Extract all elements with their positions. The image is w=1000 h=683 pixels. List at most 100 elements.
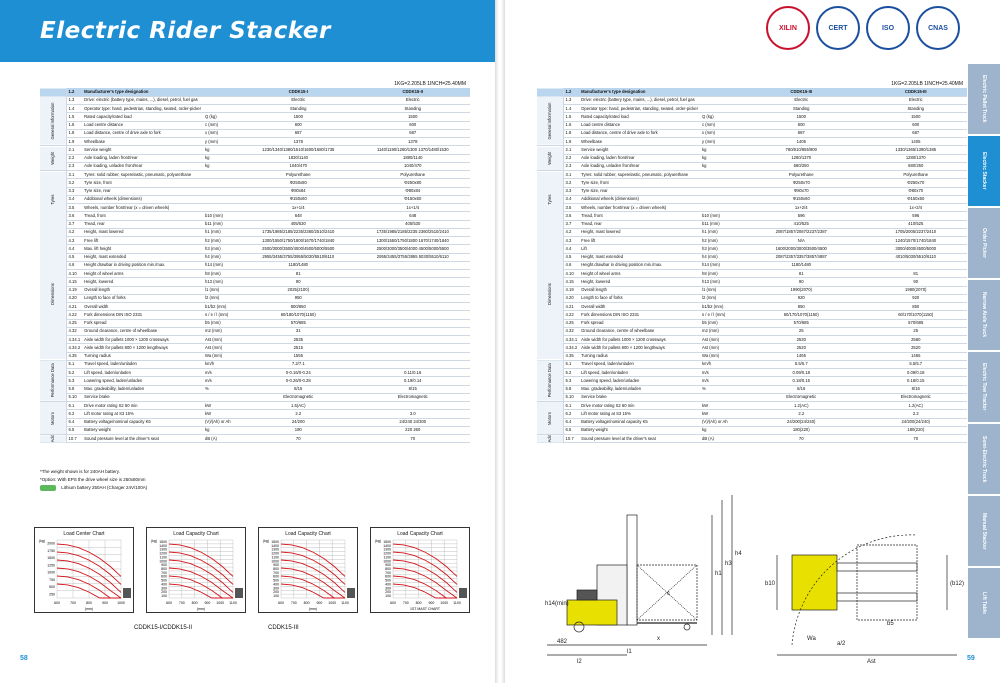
spec-cell-num: 4.4	[563, 244, 580, 254]
spec-cell-unit: h13 (mm)	[700, 277, 739, 287]
label-h1: h1	[715, 571, 722, 577]
spec-cell-v1: 24/200(24/240)	[738, 418, 865, 427]
spec-cell-unit: Ast (mm)	[203, 335, 242, 345]
spec-cell-num: 4.3	[66, 236, 83, 246]
spec-cell-v2: 1040/470	[355, 162, 470, 172]
spec-cell-v2: 1330/1365/1390/1385	[864, 145, 967, 155]
spec-cell-unit: s / e / l (mm)	[203, 310, 242, 320]
capacity-curve	[392, 559, 458, 593]
spec-cell-v1: 60/180/1070(1150)	[241, 310, 356, 320]
side-tab-7[interactable]: Lift Table	[968, 568, 1000, 638]
spec-cell-item: Max. lift height	[82, 244, 204, 254]
side-tab-0[interactable]: Electric Pallet Truck	[968, 64, 1000, 134]
spec-cell-item: Drive motor rating S2 60 min	[82, 401, 204, 411]
y-tick-label: 100	[161, 594, 167, 598]
spec-cell-unit: (V)/(Ah) or Ah	[203, 418, 242, 427]
label-h14: h14(min)	[545, 601, 569, 607]
side-tab-5[interactable]: Semi-Electric Truck	[968, 424, 1000, 494]
spec-cell-unit: h4 (mm)	[700, 253, 739, 262]
side-tab-label: Electric Stacker	[981, 152, 987, 190]
spec-cell-num: 4.19	[563, 286, 580, 295]
x-tick-label: 900	[102, 601, 108, 605]
spec-cell-num: 4.34.2	[66, 343, 83, 353]
side-tab-2[interactable]: Order Picker	[968, 208, 1000, 278]
side-tab-4[interactable]: Electric Tow Tractor	[968, 352, 1000, 422]
spec-cell-v2	[355, 302, 470, 312]
spec-cell-num: 4.5	[563, 253, 580, 262]
y-tick-label: 100	[385, 594, 391, 598]
capacity-curve	[280, 551, 346, 585]
y-tick-label: 1250	[47, 563, 55, 567]
label-ast: Ast	[867, 659, 876, 665]
y-tick-label: 700	[273, 571, 279, 575]
spec-cell-num: 3.6	[563, 211, 580, 221]
side-tab-3[interactable]: Narrow Aisle Truck	[968, 280, 1000, 350]
spec-cell-num: 6.4	[563, 418, 580, 427]
x-tick-label: 900	[204, 601, 210, 605]
spec-cell-v2	[355, 261, 470, 271]
spec-cell-v1: 800/850	[241, 302, 356, 312]
header-cell: CDDK15-III	[738, 88, 865, 97]
spec-cell-unit: l1 (mm)	[700, 286, 739, 295]
side-tab-1[interactable]: Electric Stacker	[968, 136, 1000, 206]
y-tick-label: 400	[385, 582, 391, 586]
spec-group-label: General Information	[40, 96, 66, 146]
y-tick-label: 1200	[383, 552, 391, 556]
spec-cell-item: Overall length	[82, 286, 204, 295]
spec-group-label: Dimensions	[537, 228, 563, 361]
spec-cell-v1: Polyurethane	[738, 170, 865, 180]
lithium-note: Lithium battery 250AH (Charger 24V/100A)	[61, 485, 148, 490]
chart-title: Load Capacity Chart	[285, 531, 331, 537]
spec-cell-num: 1.8	[66, 129, 83, 139]
spec-cell-v2: 60/170/1070(1150)	[864, 310, 967, 320]
spec-cell-num: 4.2	[66, 228, 83, 238]
spec-cell-unit	[700, 96, 739, 106]
spec-cell-item: Service brake	[579, 393, 701, 403]
spec-cell-v1: 2530	[738, 335, 865, 345]
side-tab-6[interactable]: Manual Stacker	[968, 496, 1000, 566]
spec-cell-unit: kW	[700, 401, 739, 411]
spec-group-label: Tyres	[537, 170, 563, 229]
spec-cell-item: Travel speed, laden/unladen	[82, 360, 204, 370]
spec-cell-v1: Standing	[241, 104, 356, 114]
spec-cell-v1: 0.09/0.18	[738, 368, 865, 378]
spec-cell-unit	[203, 393, 242, 403]
spec-cell-num: 1.6	[66, 121, 83, 130]
spec-cell-unit: y (mm)	[700, 137, 739, 147]
spec-cell-v2	[355, 335, 470, 345]
spec-cell-v2: 24/240 24/300	[355, 418, 470, 427]
spec-cell-v2: Φ150x60	[864, 195, 967, 205]
spec-cell-num: 2.2	[563, 154, 580, 163]
spec-cell-v1: 600	[738, 121, 865, 130]
spec-cell-num: 5.2	[66, 368, 83, 378]
spec-cell-v1: 850	[738, 302, 865, 312]
spec-cell-v2	[355, 277, 470, 287]
spec-cell-v2	[864, 261, 967, 271]
spec-cell-v1: 1378	[241, 137, 356, 147]
spec-cell-unit: dB (A)	[203, 434, 242, 444]
spec-cell-v1: 60/170/1070(1150)	[738, 310, 865, 320]
certification-logos: XILIN CERT ISO CNAS	[766, 6, 960, 50]
spec-cell-v1: 1990(2070)	[738, 286, 865, 295]
spec-cell-v2: 596	[864, 211, 967, 221]
spec-cell-item: Free lift	[579, 236, 701, 246]
capacity-curve	[392, 567, 458, 599]
xilin-logo-icon: XILIN	[766, 6, 810, 50]
spec-cell-v2	[355, 360, 470, 370]
